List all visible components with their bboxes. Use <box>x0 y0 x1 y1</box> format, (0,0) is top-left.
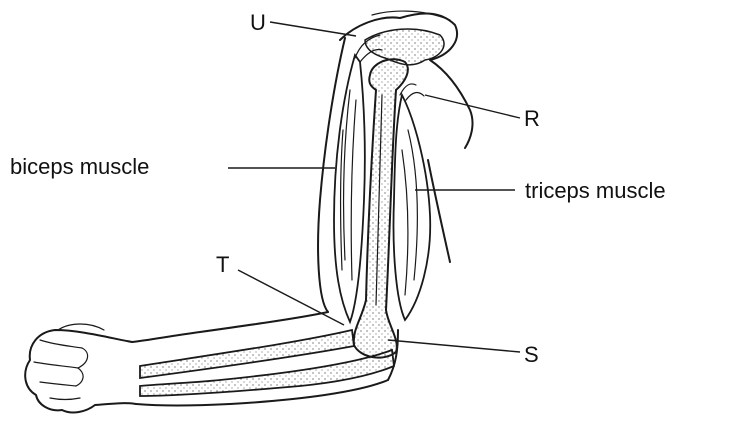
leader-t <box>238 270 344 325</box>
label-r: R <box>524 108 540 130</box>
label-u: U <box>250 12 266 34</box>
label-t: T <box>216 254 229 276</box>
triceps-tendon-2 <box>406 93 424 100</box>
forearm-top-outline <box>132 312 328 342</box>
upper-arm-back-outline <box>428 160 450 262</box>
label-biceps-muscle: biceps muscle <box>10 156 149 178</box>
leader-s <box>388 340 520 352</box>
triceps-muscle <box>393 95 430 320</box>
thumb <box>58 324 104 330</box>
leader-u <box>270 22 356 36</box>
fingers <box>34 340 88 400</box>
label-triceps-muscle: triceps muscle <box>525 180 666 202</box>
label-s: S <box>524 344 539 366</box>
